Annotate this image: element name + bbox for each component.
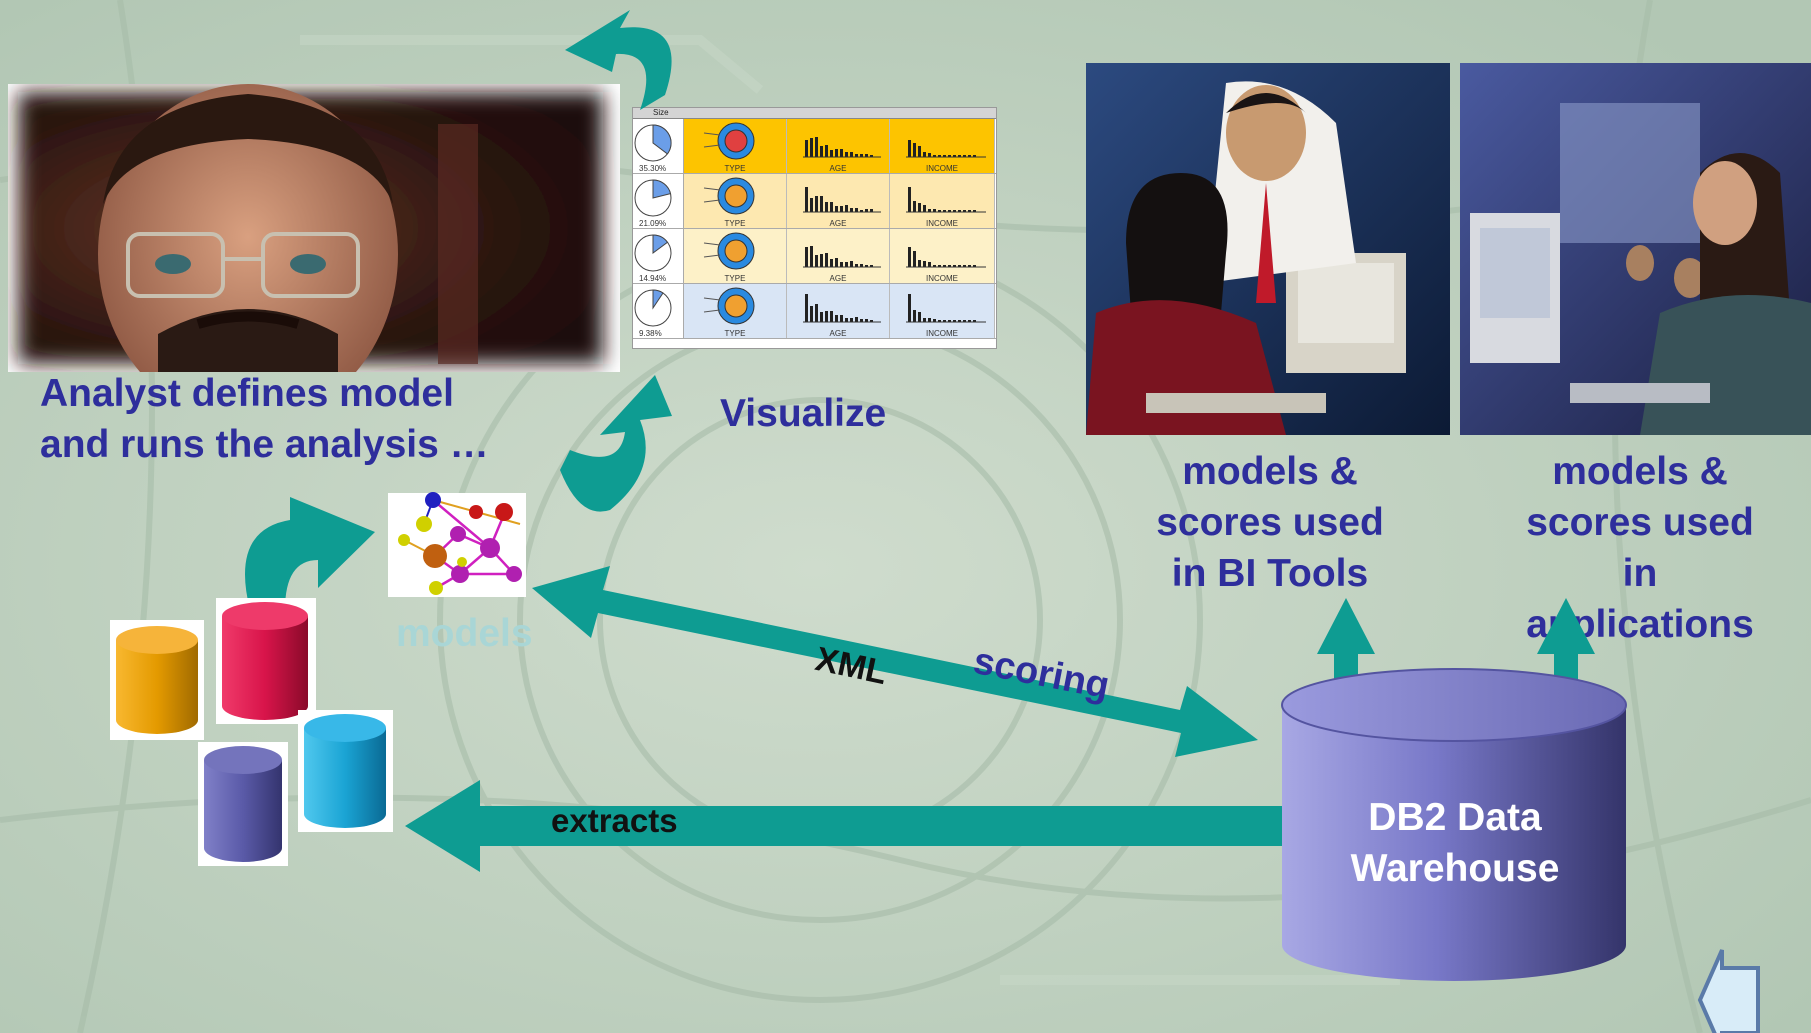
analyst-portrait xyxy=(18,84,603,424)
up-arrow-applications xyxy=(1537,598,1595,712)
attribute-cell: AGE xyxy=(787,174,890,228)
size-percent: 14.94% xyxy=(639,274,667,283)
size-cell: 9.38% xyxy=(633,284,684,338)
database-cylinder-icon-purple xyxy=(198,742,288,866)
attribute-graph-icon xyxy=(906,187,986,213)
double-arrow-scoring xyxy=(532,566,1258,757)
visualize-label: Visualize xyxy=(720,392,887,435)
back-arrow-icon[interactable] xyxy=(1697,949,1760,1033)
attribute-cell: INCOME xyxy=(890,284,995,338)
analyst-caption-line-1: Analyst defines model xyxy=(40,372,454,415)
attribute-cell: INCOME xyxy=(890,119,995,173)
attribute-label: TYPE xyxy=(724,164,746,173)
applications-caption-line-3: in xyxy=(1622,552,1658,595)
attribute-label: TYPE xyxy=(724,219,746,228)
size-pie-icon xyxy=(634,289,672,327)
visualization-header-label: Size xyxy=(653,108,669,117)
size-percent: 35.30% xyxy=(639,164,667,173)
attribute-cell: TYPE xyxy=(684,119,787,173)
bi-tools-caption-line-2: scores used xyxy=(1156,501,1384,544)
attribute-graph-icon xyxy=(803,246,881,268)
attribute-label: AGE xyxy=(829,219,847,228)
up-arrow-bi-tools xyxy=(1317,598,1375,712)
size-cell: 14.94% xyxy=(633,229,684,283)
attribute-graph-icon xyxy=(803,294,881,323)
size-pie-icon xyxy=(634,124,672,162)
visualization-panel: Size 35.30% TYPE AGE INCOME 21.09% TYPE AGE INC… xyxy=(632,107,997,349)
applications-caption-line-1: models & xyxy=(1552,450,1728,493)
attribute-graph-icon xyxy=(906,247,986,268)
analyst-caption: Analyst defines model and runs the analy… xyxy=(40,368,489,470)
attribute-graph-icon xyxy=(803,187,881,213)
visualization-row: 9.38% TYPE AGE INCOME xyxy=(633,284,996,339)
attribute-label: AGE xyxy=(829,329,847,338)
applications-photo xyxy=(1460,63,1811,435)
size-cell: 21.09% xyxy=(633,174,684,228)
warehouse-label: DB2 Data Warehouse xyxy=(1300,792,1610,894)
warehouse-cylinder-icon xyxy=(1281,668,1627,981)
models-label: models xyxy=(396,612,533,655)
attribute-label: INCOME xyxy=(926,329,958,338)
visualization-header: Size xyxy=(633,108,996,119)
bi-tools-photo xyxy=(1086,63,1450,435)
curved-arrow-icon-visualize xyxy=(560,375,672,512)
attribute-label: TYPE xyxy=(724,274,746,283)
size-cell: 35.30% xyxy=(633,119,684,173)
attribute-graph-icon xyxy=(906,140,986,158)
analyst-photo xyxy=(8,84,620,424)
attribute-cell: TYPE xyxy=(684,284,787,338)
extracts-arrow xyxy=(405,780,1285,872)
applications-caption-line-2: scores used xyxy=(1526,501,1754,544)
bi-tools-scene xyxy=(1086,63,1450,435)
warehouse-label-line-1: DB2 Data xyxy=(1368,796,1542,839)
attribute-label: INCOME xyxy=(926,219,958,228)
analyst-caption-line-2: and runs the analysis … xyxy=(40,423,489,466)
attribute-label: INCOME xyxy=(926,164,958,173)
attribute-label: INCOME xyxy=(926,274,958,283)
attribute-label: TYPE xyxy=(724,329,746,338)
visualization-row: 14.94% TYPE AGE INCOME xyxy=(633,229,996,284)
applications-scene xyxy=(1460,63,1811,435)
curved-arrow-icon-models xyxy=(245,497,375,610)
size-percent: 21.09% xyxy=(639,219,667,228)
database-cylinder-icon-orange xyxy=(110,620,204,740)
curved-arrow-icon-top xyxy=(565,10,672,110)
network-model-icon xyxy=(388,492,526,597)
size-pie-icon xyxy=(634,179,672,217)
attribute-graph-icon xyxy=(703,287,755,325)
attribute-label: AGE xyxy=(829,164,847,173)
attribute-graph-icon xyxy=(703,122,755,160)
bi-tools-caption-line-1: models & xyxy=(1182,450,1358,493)
database-cylinder-icon-red xyxy=(216,598,316,724)
bi-tools-caption: models & scores used in BI Tools xyxy=(1130,446,1410,599)
visualization-row: 21.09% TYPE AGE INCOME xyxy=(633,174,996,229)
attribute-graph-icon xyxy=(803,137,881,158)
attribute-graph-icon xyxy=(906,294,986,323)
attribute-cell: AGE xyxy=(787,119,890,173)
attribute-graph-icon xyxy=(703,177,755,215)
attribute-cell: TYPE xyxy=(684,229,787,283)
extracts-label: extracts xyxy=(551,802,678,839)
attribute-cell: AGE xyxy=(787,229,890,283)
attribute-cell: INCOME xyxy=(890,174,995,228)
attribute-cell: TYPE xyxy=(684,174,787,228)
attribute-cell: INCOME xyxy=(890,229,995,283)
visualization-row: 35.30% TYPE AGE INCOME xyxy=(633,119,996,174)
attribute-label: AGE xyxy=(829,274,847,283)
warehouse-label-line-2: Warehouse xyxy=(1350,847,1560,890)
size-pie-icon xyxy=(634,234,672,272)
bi-tools-caption-line-3: in BI Tools xyxy=(1171,552,1369,595)
attribute-graph-icon xyxy=(703,232,755,270)
database-cylinder-icon-blue xyxy=(298,710,393,832)
attribute-cell: AGE xyxy=(787,284,890,338)
size-percent: 9.38% xyxy=(639,329,662,338)
